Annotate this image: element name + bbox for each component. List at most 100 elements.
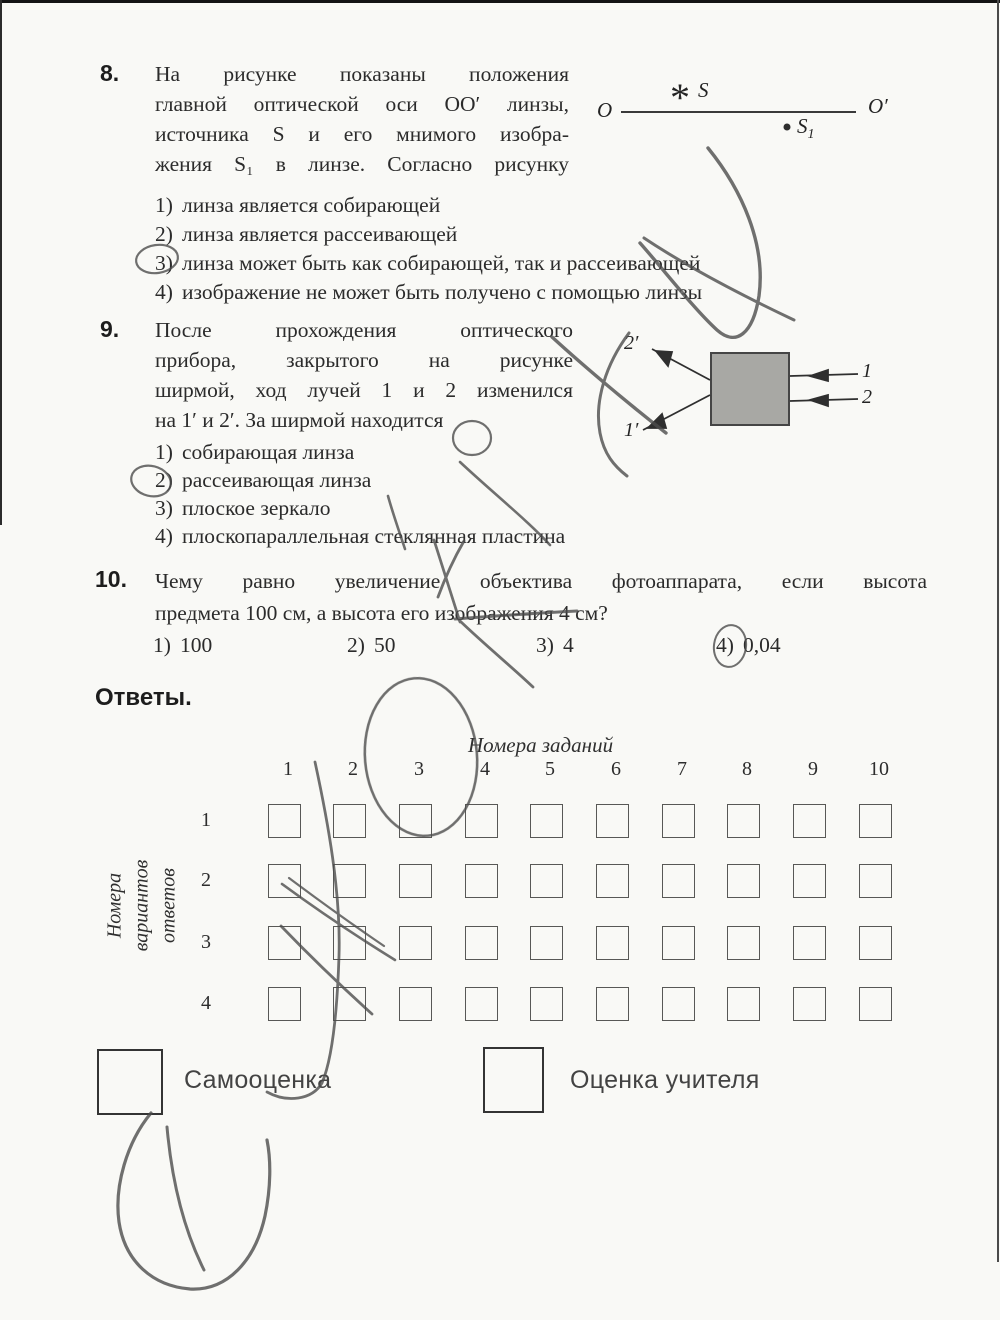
pencil-bottom-loop [116,1111,272,1291]
answer-checkbox-task7-variant4[interactable] [662,987,695,1021]
answer-checkbox-task7-variant2[interactable] [662,864,695,898]
answer-checkbox-task10-variant2[interactable] [859,864,892,898]
question-9-line-3: ширмой, ход лучей 1 и 2 изменился [155,378,573,402]
ray-label-2: 2 [862,386,872,408]
question-10-line-1: Чему равно увеличение объектива фотоаппа… [155,569,927,593]
q10-option-3-num: 3) [536,633,554,657]
side-label-line-1: Номера [103,872,126,939]
answer-checkbox-task5-variant4[interactable] [530,987,563,1021]
pencil-bottom-loop-inner [165,1125,206,1272]
q8-option-2-num: 2) [155,222,173,246]
answer-grid-column-9: 9 [808,758,818,780]
answer-checkbox-task7-variant3[interactable] [662,926,695,960]
answer-grid-column-1: 1 [283,758,293,780]
answer-checkbox-task3-variant4[interactable] [399,987,432,1021]
answer-checkbox-task9-variant1[interactable] [793,804,826,838]
axis-label-o-prime: O′ [868,94,888,118]
answer-grid-title: Номера заданий [468,733,614,757]
self-assessment-box[interactable] [97,1049,163,1115]
answer-checkbox-task8-variant2[interactable] [727,864,760,898]
side-label-line-2: вариантов [130,859,153,952]
q9-option-3-num: 3) [155,496,173,520]
ray-label-2-prime: 2′ [624,332,639,354]
teacher-assessment-label: Оценка учителя [570,1066,760,1094]
answer-grid-column-2: 2 [348,758,358,780]
answer-checkbox-task6-variant3[interactable] [596,926,629,960]
answer-checkbox-task4-variant3[interactable] [465,926,498,960]
answer-checkbox-task9-variant4[interactable] [793,987,826,1021]
question-8-line-3: источника S и его мнимого изобра- [155,122,569,146]
source-star-icon: * [670,75,690,120]
question-9-text: После прохождения оптического прибора, з… [155,315,573,435]
screen-box [710,352,790,426]
answer-checkbox-task10-variant4[interactable] [859,987,892,1021]
question-9-line-2: прибора, закрытого на рисунке [155,348,573,372]
answer-checkbox-task5-variant2[interactable] [530,864,563,898]
answer-checkbox-task3-variant3[interactable] [399,926,432,960]
image-label-s1: S1 [797,114,815,143]
q10-option-4-text: 0,04 [743,633,781,657]
answer-checkbox-task8-variant1[interactable] [727,804,760,838]
ray-label-1-prime: 1′ [624,419,639,441]
q10-option-2-text: 50 [374,633,396,657]
answer-checkbox-task9-variant2[interactable] [793,864,826,898]
scan-edge-right [997,0,999,1262]
answer-checkbox-task8-variant4[interactable] [727,987,760,1021]
q9-option-4-num: 4) [155,524,173,548]
answer-grid-column-7: 7 [677,758,687,780]
q8-option-3: 3)линза может быть как собирающей, так и… [155,251,700,276]
answer-checkbox-task1-variant3[interactable] [268,926,301,960]
answer-checkbox-task10-variant3[interactable] [859,926,892,960]
answer-checkbox-task1-variant4[interactable] [268,987,301,1021]
answer-checkbox-task1-variant2[interactable] [268,864,301,898]
answer-checkbox-task9-variant3[interactable] [793,926,826,960]
answer-checkbox-task4-variant4[interactable] [465,987,498,1021]
answers-heading: Ответы. [95,684,192,711]
q9-option-3: 3)плоское зеркало [155,496,330,521]
answer-checkbox-task6-variant1[interactable] [596,804,629,838]
answer-checkbox-task4-variant2[interactable] [465,864,498,898]
answer-grid-column-4: 4 [480,758,490,780]
q10-option-1-num: 1) [153,633,171,657]
answer-checkbox-task2-variant1[interactable] [333,804,366,838]
source-label-s: S [698,78,709,102]
q9-option-2-num: 2) [155,468,173,492]
question-8-line-2: главной оптической оси ОО′ линзы, [155,92,569,116]
answer-checkbox-task10-variant1[interactable] [859,804,892,838]
q8-option-3-num: 3) [155,251,173,275]
answer-checkbox-task5-variant3[interactable] [530,926,563,960]
answer-grid-column-5: 5 [545,758,555,780]
answer-checkbox-task5-variant1[interactable] [530,804,563,838]
q9-option-2: 2)рассеивающая линза [155,468,371,493]
q8-option-4-num: 4) [155,280,173,304]
image-label-s1-base: S [797,114,808,138]
q9-option-1-text: собирающая линза [182,440,355,464]
scan-edge-left [0,0,2,525]
question-9-line-1: После прохождения оптического [155,318,573,342]
answer-grid-side-label: Номера вариантов ответов [102,811,183,1001]
q9-option-1: 1)собирающая линза [155,440,354,465]
q9-option-4: 4)плоскопараллельная стеклянная пластина [155,524,565,549]
answer-checkbox-task2-variant2[interactable] [333,864,366,898]
answer-grid-row-1: 1 [201,809,211,831]
question-9-line-4: на 1′ и 2′. За ширмой находится [155,408,444,432]
answer-checkbox-task2-variant3[interactable] [333,926,366,960]
q8-option-1: 1)линза является собирающей [155,193,440,218]
answer-checkbox-task8-variant3[interactable] [727,926,760,960]
teacher-assessment-box[interactable] [483,1047,544,1113]
answer-checkbox-task6-variant2[interactable] [596,864,629,898]
answer-checkbox-task3-variant2[interactable] [399,864,432,898]
answer-checkbox-task3-variant1[interactable] [399,804,432,838]
axis-label-o: O [597,98,613,122]
q8-option-2-text: линза является рассеивающей [182,222,458,246]
answer-grid-row-3: 3 [201,931,211,953]
answer-grid-column-3: 3 [414,758,424,780]
answer-checkbox-task6-variant4[interactable] [596,987,629,1021]
answer-checkbox-task4-variant1[interactable] [465,804,498,838]
q8-option-1-text: линза является собирающей [182,193,441,217]
answer-checkbox-task2-variant4[interactable] [333,987,366,1021]
answer-checkbox-task7-variant1[interactable] [662,804,695,838]
answer-checkbox-task1-variant1[interactable] [268,804,301,838]
